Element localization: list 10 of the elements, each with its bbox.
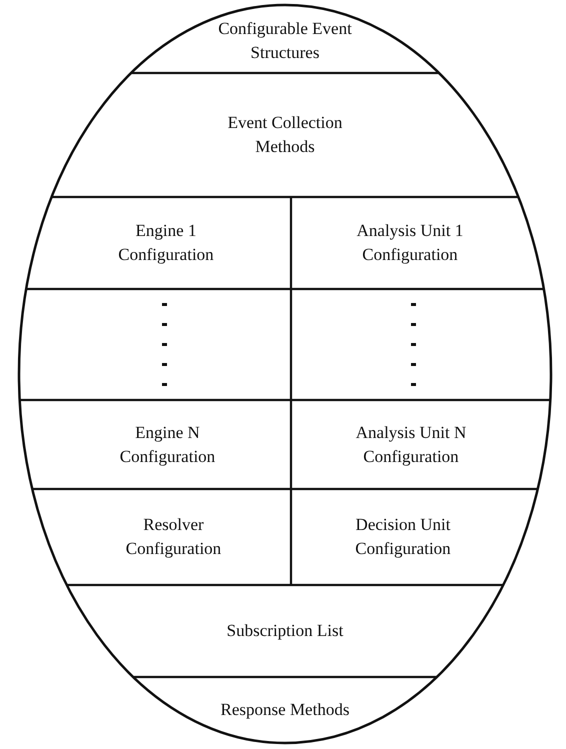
section-label: Decision Unit Configuration (354, 514, 452, 560)
section-label: Resolver Configuration (124, 514, 222, 560)
section-label: Event Collection Methods (226, 112, 344, 158)
section-label: Analysis Unit 1 Configuration (356, 220, 464, 266)
section-label: Analysis Unit N Configuration (354, 422, 468, 468)
section-label: Engine 1 Configuration (117, 220, 215, 266)
section-label: Engine N Configuration (118, 422, 216, 468)
section-label: Configurable Event Structures (217, 18, 353, 64)
section-label: Response Methods (220, 699, 350, 721)
section-label: Subscription List (226, 620, 344, 642)
